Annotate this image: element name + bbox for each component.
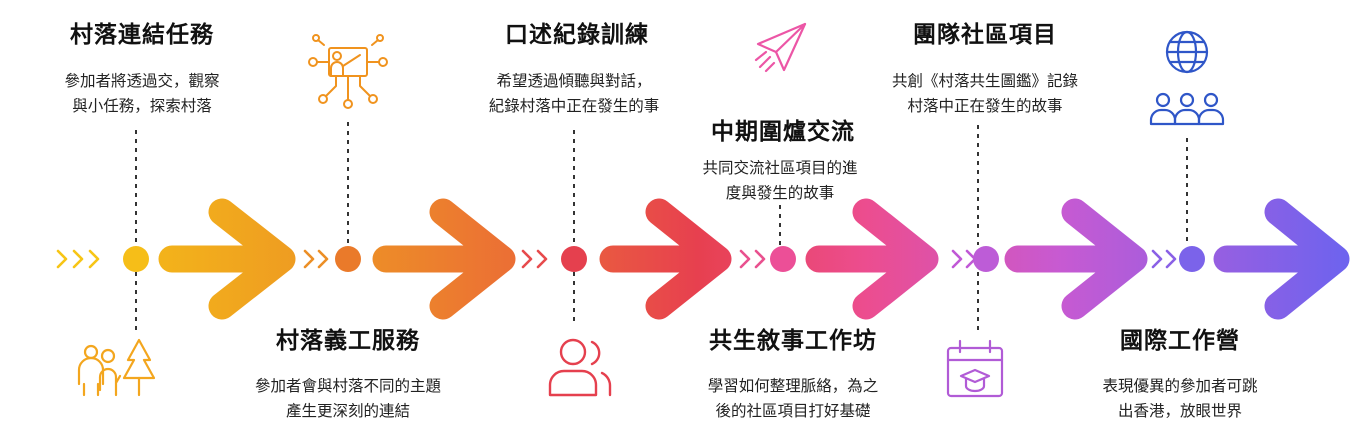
chevron-icon — [521, 249, 548, 269]
stage-title-s1: 村落連結任務 — [70, 22, 214, 48]
chevron-icon — [739, 249, 766, 269]
arrow-6 — [1213, 198, 1350, 320]
stage-desc-s6: 共創《村落共生圖鑑》記錄 村落中正在發生的故事 — [891, 72, 1079, 115]
stage-desc-s2: 參加者會與村落不同的主題 產生更深刻的連結 — [254, 377, 442, 420]
chevron-icon — [1151, 249, 1177, 269]
arrow-3 — [599, 198, 732, 320]
node-dot-s4 — [770, 246, 796, 272]
chevron-icon — [951, 249, 977, 269]
stage-desc-s7: 表現優異的參加者可跳 出香港，放眼世界 — [1102, 377, 1258, 420]
stage-desc-s5: 學習如何整理脈絡，為之 後的社區項目打好基礎 — [707, 377, 879, 420]
arrow-5 — [1004, 198, 1148, 320]
stage-title-s4: 中期圍爐交流 — [711, 119, 855, 145]
arrow-4 — [805, 198, 939, 320]
node-dot-s1 — [123, 246, 149, 272]
stage-title-s3: 口述紀錄訓練 — [505, 22, 649, 48]
stage-title-s5: 共生敘事工作坊 — [709, 328, 877, 354]
teacher-network-icon — [308, 34, 388, 109]
node-dot-s2 — [335, 246, 361, 272]
stage-desc-s3: 希望透過傾聽與對話， 紀錄村落中正在發生的事 — [488, 72, 660, 115]
stage-title-s6: 團隊社區項目 — [913, 22, 1057, 48]
stage-title-s7: 國際工作營 — [1120, 328, 1240, 354]
stage-desc-s4: 共同交流社區項目的進 度與發生的故事 — [702, 159, 858, 202]
calendar-graduation-icon — [946, 339, 1004, 398]
paper-plane-icon — [754, 22, 807, 73]
users-icon — [548, 338, 612, 397]
chevron-icon — [56, 249, 100, 269]
globe-people-icon — [1149, 30, 1225, 126]
node-dot-s3 — [561, 246, 587, 272]
arrow-2 — [372, 198, 516, 320]
stage-desc-s1: 參加者將透過交，觀察 與小任務，探索村落 — [64, 72, 220, 115]
node-dot-s7 — [1179, 246, 1205, 272]
arrow-1 — [158, 198, 296, 320]
node-dot-s6 — [973, 246, 999, 272]
chevron-icon — [303, 249, 329, 269]
stage-title-s2: 村落義工服務 — [276, 328, 420, 354]
family-tree-icon — [77, 338, 156, 397]
